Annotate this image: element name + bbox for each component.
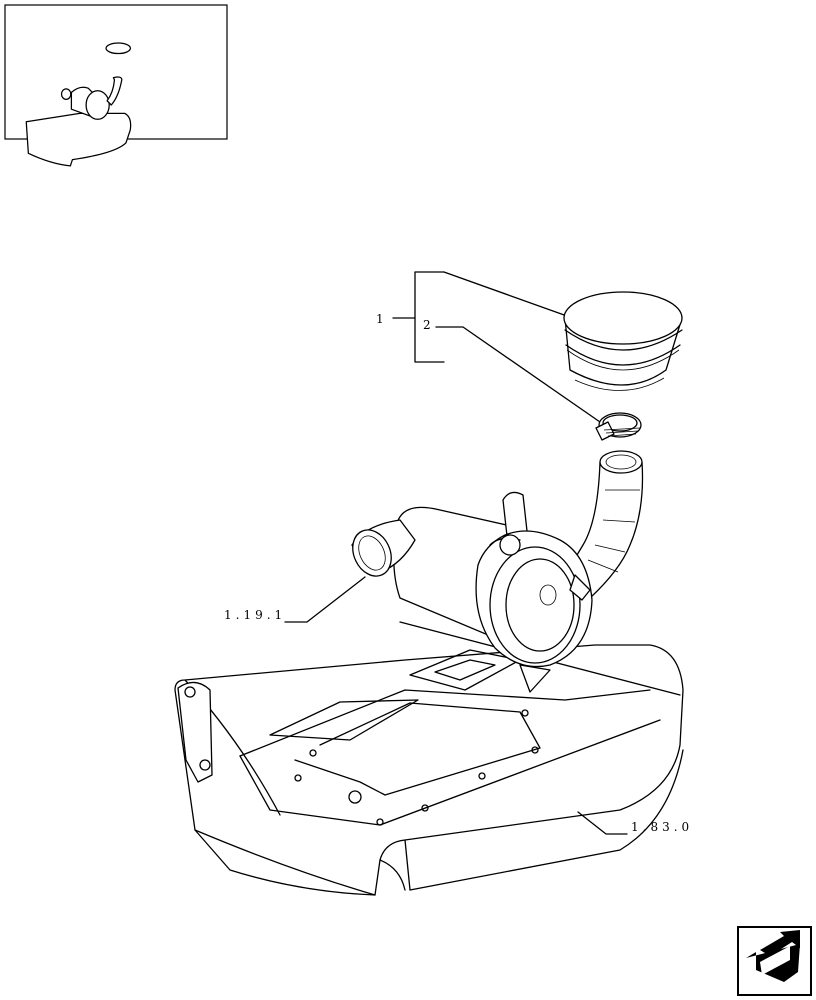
air-filter-housing <box>393 491 593 693</box>
hose-clamp <box>595 412 642 441</box>
item-bracket <box>392 271 601 423</box>
callout-1-label: 1 <box>376 312 388 326</box>
callout-2-label: 2 <box>423 318 435 332</box>
intake-tube <box>564 450 644 599</box>
ref-leaders <box>284 576 628 835</box>
next-page-arrow-icon[interactable] <box>737 926 812 996</box>
ref-1-19-1-label: 1.19.1 <box>224 608 286 622</box>
precleaner-cap <box>563 291 683 391</box>
base-platform <box>174 621 684 896</box>
ref-1-83-0-label: 1.83.0 <box>631 820 693 834</box>
assembly-thumbnail-icon[interactable] <box>4 4 228 167</box>
outlet-pipe <box>351 519 416 577</box>
